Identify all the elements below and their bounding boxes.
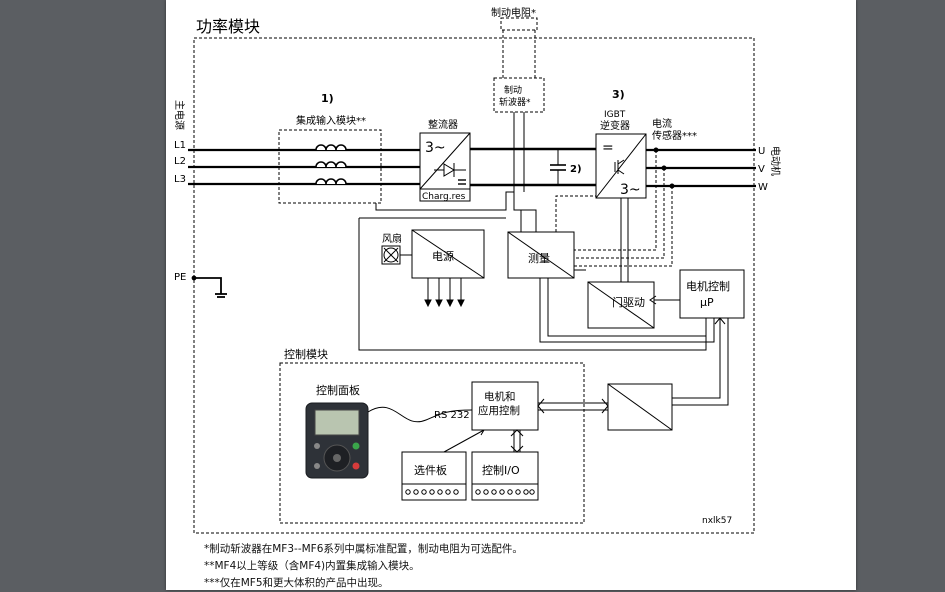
power-module-frame [193, 37, 755, 534]
capacitor-label: 2) [570, 164, 582, 175]
inductor-coils [315, 144, 347, 185]
footnote-3: ***仅在MF5和更大体积的产品中出现。 [204, 577, 389, 589]
sensor-label-1: 电流 [652, 117, 672, 130]
application-control-label-2: 应用控制 [478, 404, 520, 417]
mains-label: 主电源 [173, 100, 186, 130]
control-module-frame [279, 362, 585, 524]
keypad-icon [305, 402, 369, 479]
phase-l3: L3 [174, 174, 186, 185]
brake-resistor [500, 17, 538, 31]
motor-control [679, 269, 745, 319]
footnote-2: **MF4以上等级（含MF4)内置集成输入模块。 [204, 560, 420, 572]
control-io-terminals [472, 483, 538, 495]
option-board-label: 选件板 [414, 463, 447, 477]
phase-l1: L1 [174, 140, 186, 151]
input-module-label: 集成输入模块** [296, 114, 366, 127]
diode-icon [434, 163, 466, 177]
rectifier-symbol: 3~ [425, 140, 446, 156]
footnotes: *制动斩波器在MF3--MF6系列中属标准配置，制动电阻为可选配件。 **MF4… [204, 541, 523, 592]
application-control-label-1: 电机和 [484, 390, 516, 403]
option-board-terminals [402, 483, 466, 495]
output-v: V [758, 164, 765, 175]
charge-resistor [419, 188, 471, 202]
application-control [471, 381, 539, 431]
control-io [471, 451, 539, 501]
measurement-label: 测量 [528, 252, 550, 265]
motor-control-label-1: 电机控制 [686, 279, 730, 293]
power-outputs [424, 278, 465, 308]
power-module-title: 功率模块 [196, 17, 260, 36]
input-module [278, 129, 382, 204]
brake-chopper [493, 77, 545, 113]
inverter-symbol-bottom: 3~ [620, 182, 641, 198]
brake-chopper-line2: 斩波器* [499, 96, 531, 108]
inverter-label-2: 逆变器 [600, 119, 630, 132]
power-supply-label: 电源 [432, 249, 454, 263]
motor-label: 电动机 [769, 146, 782, 176]
inverter-label-1: IGBT [604, 110, 626, 120]
brake-resistor-label: 制动电阻* [491, 6, 536, 19]
inverter-symbol-top: = [602, 140, 614, 156]
igbt-icon [614, 159, 625, 175]
footnote-1: *制动斩波器在MF3--MF6系列中属标准配置，制动电阻为可选配件。 [204, 543, 523, 555]
gate-driver-label: 门驱动 [612, 295, 645, 309]
charge-resistor-label: Charg.res [422, 192, 466, 202]
output-u: U [758, 146, 765, 157]
input-module-number: 1) [321, 92, 334, 105]
motor-control-label-2: μP [700, 296, 714, 309]
control-module-label: 控制模块 [284, 347, 328, 361]
rs232-label: RS 232 [434, 410, 470, 421]
pe-label: PE [174, 272, 186, 283]
inverter-number: 3) [612, 88, 625, 101]
sensor-label-2: 传感器*** [652, 129, 697, 142]
ground-icon [191, 275, 227, 298]
brake-chopper-line1: 制动 [504, 84, 522, 96]
output-w: W [758, 182, 768, 193]
control-panel-label: 控制面板 [316, 383, 360, 397]
figure-id: nxlk57 [702, 516, 732, 526]
fan-label: 风扇 [382, 232, 402, 245]
document-page: 功率模块 制动电阻* 制动 斩波器* 主电源 L1 L2 L3 1) 集成输入模… [166, 0, 856, 590]
block-diagram: 功率模块 制动电阻* 制动 斩波器* 主电源 L1 L2 L3 1) 集成输入模… [173, 6, 782, 534]
rectifier-label: 整流器 [428, 118, 458, 131]
phase-l2: L2 [174, 156, 186, 167]
control-io-label: 控制I/O [482, 463, 520, 477]
